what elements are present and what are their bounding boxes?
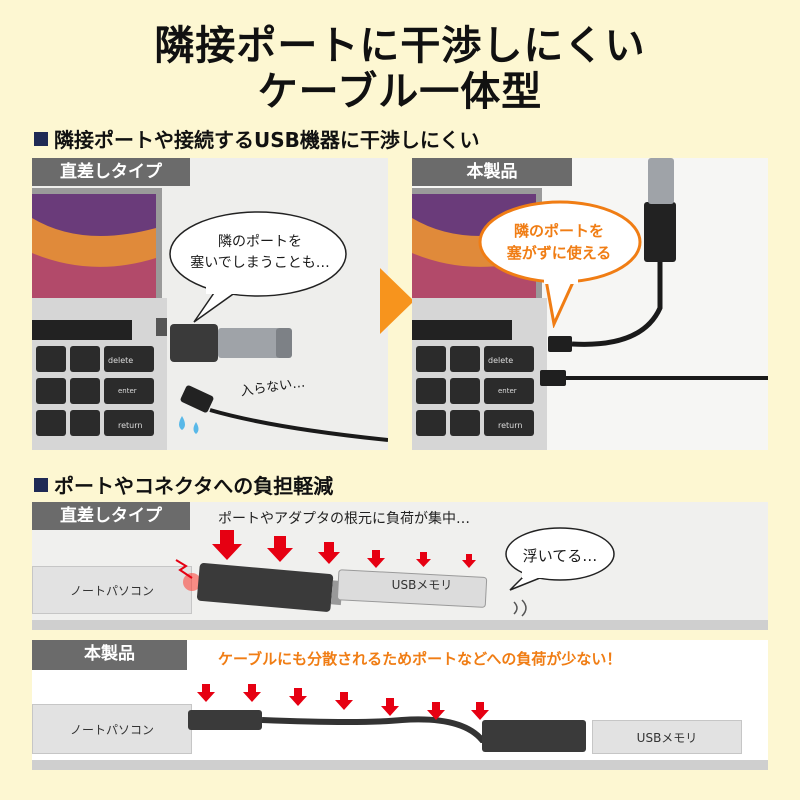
tilted-usb-stick: [337, 569, 488, 608]
orange-bubble-line1: 隣のポートを: [513, 222, 604, 240]
bubble-text-line1: 隣のポートを: [218, 234, 302, 250]
page-title-line1: 隣接ポートに干渉しにくい: [154, 23, 646, 69]
bullet-square-icon: [34, 132, 48, 146]
section2-heading-text: ポートやコネクタへの負担軽減: [54, 474, 334, 498]
key-enter: enter: [498, 387, 517, 395]
load-arrow-icon: [381, 698, 399, 716]
stress-zigzag-icon: [175, 559, 193, 579]
desk-surface: [32, 760, 768, 770]
key-delete: delete: [488, 356, 513, 365]
page-title-line2: ケーブル一体型: [257, 69, 543, 115]
usbc-plug: [180, 385, 214, 413]
load-arrow-icon: [197, 684, 215, 702]
diagram2-caption: ケーブルにも分散されるためポートなどへの負荷が少ない！: [218, 650, 622, 668]
usb-stick-box: USBメモリ: [592, 720, 742, 754]
desk-surface: [32, 620, 768, 630]
orange-bubble-text: 隣のポートを 塞がずに使える: [478, 220, 640, 264]
distributed-load-arrows: [197, 684, 489, 720]
key-delete: delete: [108, 356, 133, 365]
key-return: return: [498, 421, 522, 430]
orange-speech-bubble: [478, 200, 642, 328]
key-return: return: [118, 421, 142, 430]
product-adapter: [644, 202, 676, 262]
load-arrow-icon: [427, 702, 445, 720]
sweat-drop-icon: [193, 422, 199, 434]
stress-glow: [183, 573, 201, 591]
load-arrow-icon: [289, 688, 307, 706]
direct-type-photo: delete enter return 直差しタイプ 隣のポートを 塞いでしまう…: [32, 158, 388, 450]
bubble-text-line2: 塞いでしまうことも…: [190, 255, 330, 271]
usb-stick: [648, 158, 674, 204]
adjacent-usbc-plug: [540, 370, 566, 386]
bubble-text: 隣のポートを 塞いでしまうことも…: [172, 232, 348, 274]
usbc-port: [156, 318, 167, 336]
screen-wallpaper-pink: [412, 253, 536, 300]
product-adapter: [482, 720, 586, 752]
laptop-box: ノートパソコン: [32, 704, 192, 754]
section2-heading: ポートやコネクタへの負担軽減: [34, 470, 333, 499]
diagram2-shapes: [188, 684, 586, 752]
product-tag: 本製品: [412, 158, 572, 186]
usb-stick-cap: [276, 328, 292, 358]
orange-bubble-line2: 塞がずに使える: [506, 244, 612, 262]
diagram1-caption: ポートやアダプタの根元に負荷が集中…: [218, 511, 470, 527]
keyboard: [36, 346, 154, 436]
keyboard: [416, 346, 534, 436]
wobble-icon: [513, 599, 527, 617]
diagram1-bubble: [505, 527, 615, 591]
load-arrow-icon: [471, 702, 489, 720]
product-illustration: delete enter return: [412, 158, 768, 450]
direct-type-illustration: delete enter return: [32, 188, 388, 450]
speech-bubble: [169, 211, 347, 323]
cable: [209, 408, 388, 442]
sweat-drop-icon: [179, 416, 185, 430]
direct-type-tag: 直差しタイプ: [32, 158, 190, 186]
usb-stick-label: USBメモリ: [391, 578, 453, 592]
usb-stick: [218, 328, 280, 358]
load-arrow-icon: [462, 554, 476, 568]
load-arrows: [212, 530, 476, 568]
diagram1-bubble-text: 浮いてる…: [522, 547, 598, 565]
product-photo: delete enter return 本製品 隣のポートを 塞がずに使える: [412, 158, 768, 450]
arrow-right-icon: [380, 268, 414, 334]
product-usbc-plug: [548, 336, 572, 352]
touch-bar: [412, 320, 512, 340]
bullet-square-icon: [34, 478, 48, 492]
touch-bar: [32, 320, 132, 340]
laptop-box: ノートパソコン: [32, 566, 192, 614]
diagram2-tag: 本製品: [32, 640, 187, 670]
load-arrow-icon: [416, 552, 431, 567]
product-plug: [188, 710, 262, 730]
direct-type-diagram: 直差しタイプ ポートやアダプタの根元に負荷が集中… ノートパソコン USBメモリ…: [32, 502, 768, 630]
screen-wallpaper-pink: [32, 253, 156, 300]
tilted-adapter: [197, 563, 343, 612]
load-arrow-icon: [212, 530, 242, 560]
load-arrow-icon: [243, 684, 261, 702]
load-arrow-icon: [318, 542, 340, 564]
load-arrow-icon: [367, 550, 385, 568]
load-arrow-icon: [335, 692, 353, 710]
key-enter: enter: [118, 387, 137, 395]
product-diagram: 本製品 ケーブルにも分散されるためポートなどへの負荷が少ない！ ノートパソコン …: [32, 640, 768, 770]
product-cable: [261, 716, 512, 743]
diagram1-shapes: [175, 530, 527, 617]
direct-adapter: [170, 324, 218, 362]
product-cable: [571, 258, 663, 347]
load-arrow-icon: [267, 536, 293, 562]
diagram1-tag: 直差しタイプ: [32, 502, 190, 530]
section1-heading-text: 隣接ポートや接続するUSB機器に干渉しにくい: [54, 128, 480, 152]
section1-heading: 隣接ポートや接続するUSB機器に干渉しにくい: [34, 124, 480, 153]
